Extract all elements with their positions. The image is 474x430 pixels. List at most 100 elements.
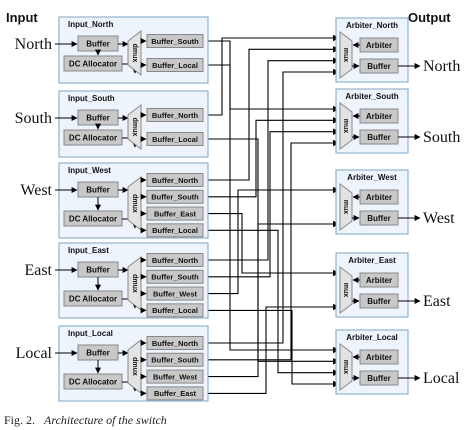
output-buffer-block: [146, 386, 204, 401]
input-buffer-label: Buffer: [86, 114, 110, 123]
output-buffer-block: [146, 189, 204, 204]
output-buffer-block: [146, 253, 204, 267]
output-buffer-label-buffer-east: Buffer_East: [154, 389, 197, 398]
output-buffer-block: [146, 206, 204, 221]
arbiter-module-title: Arbiter_East: [348, 256, 396, 265]
output-buffer-label-buffer-west: Buffer_West: [153, 289, 198, 298]
arbiter-buffer-label: Buffer: [367, 62, 391, 71]
output-buffer-label-buffer-north: Buffer_North: [152, 111, 199, 120]
wire-west-to-north: [203, 45, 340, 181]
mux-block: [339, 266, 353, 314]
output-port-label-south: South: [423, 129, 460, 146]
arbiter-label: Arbiter: [366, 41, 392, 50]
figure-caption: Fig. 2. Architecture of the switch: [4, 413, 167, 428]
dc-allocator-label: DC Allocator: [69, 60, 117, 69]
output-buffer-label-buffer-south: Buffer_South: [151, 356, 199, 365]
output-buffer-block: [146, 336, 204, 350]
output-buffer-block: [146, 369, 204, 384]
output-buffer-label-buffer-local: Buffer_Local: [152, 226, 198, 235]
arbiter-modules: Arbiter_NorthArbiterBuffermuxNorthArbite…: [335, 17, 460, 395]
dmux-label: dmux: [131, 194, 138, 213]
input-buffer-label: Buffer: [86, 266, 110, 275]
arbiter-module-title: Arbiter_Local: [346, 333, 398, 342]
wire-local-to-north: [203, 68, 340, 344]
wire-east-to-south: [203, 128, 340, 278]
wire-east-to-local: [203, 309, 340, 388]
output-buffer-label-buffer-south: Buffer_South: [151, 37, 199, 46]
input-module-title: Input_North: [68, 20, 113, 29]
input-port-label-west: West: [20, 182, 52, 199]
output-buffer-label-buffer-north: Buffer_North: [152, 256, 199, 265]
dc-allocator-label: DC Allocator: [69, 295, 117, 304]
wire-south-to-north: [203, 34, 340, 116]
input-module-title: Input_Local: [68, 329, 113, 338]
mux-block: [339, 183, 353, 231]
input-buffer-label: Buffer: [86, 186, 110, 195]
arbiter-buffer-label: Buffer: [367, 297, 391, 306]
output-buffer-block: [146, 58, 204, 72]
output-buffer-label-buffer-north: Buffer_North: [152, 339, 199, 348]
wire-east-to-north: [203, 57, 340, 261]
mux-label: mux: [342, 360, 349, 375]
input-port-label-south: South: [15, 110, 52, 127]
input-module-title: Input_South: [68, 94, 115, 103]
dc-allocator-label: DC Allocator: [69, 378, 117, 387]
wire-east-to-west: [203, 186, 340, 295]
mux-label: mux: [342, 283, 349, 298]
dmux-block: [127, 29, 142, 77]
wire-north-to-local: [203, 64, 340, 354]
output-buffer-block: [146, 223, 204, 238]
arbiter-module-title: Arbiter_North: [346, 21, 398, 30]
input-buffer-label: Buffer: [86, 40, 110, 49]
output-port-label-north: North: [423, 58, 460, 75]
mux-block: [339, 31, 353, 79]
wire-south-to-local: [203, 138, 340, 365]
caption-text: Architecture of the switch: [44, 413, 167, 427]
arbiter-module-title: Arbiter_West: [347, 173, 397, 182]
wire-west-to-local: [203, 229, 340, 377]
arbiter-label: Arbiter: [366, 353, 392, 362]
output-header: Output: [408, 10, 451, 25]
interconnect-wires: [203, 34, 340, 394]
arbiter-module-title: Arbiter_South: [345, 92, 398, 101]
wire-north-to-south: [203, 40, 340, 113]
input-buffer-label: Buffer: [86, 349, 110, 358]
output-buffer-label-buffer-local: Buffer_Local: [152, 135, 198, 144]
dmux-label: dmux: [131, 274, 138, 293]
dc-allocator-label: DC Allocator: [69, 134, 117, 143]
arbiter-buffer-label: Buffer: [367, 133, 391, 142]
mux-label: mux: [342, 119, 349, 134]
dmux-block: [127, 103, 142, 151]
output-buffer-label-buffer-east: Buffer_East: [154, 209, 197, 218]
arbiter-buffer-label: Buffer: [367, 374, 391, 383]
output-port-label-west: West: [423, 210, 455, 227]
dmux-label: dmux: [131, 44, 138, 63]
wire-west-to-east: [203, 213, 340, 277]
output-port-label-east: East: [423, 293, 451, 310]
output-port-label-local: Local: [423, 370, 460, 387]
arbiter-buffer-label: Buffer: [367, 214, 391, 223]
caption-prefix: Fig. 2.: [4, 413, 36, 427]
wire-local-to-south: [203, 139, 340, 361]
dmux-label: dmux: [131, 118, 138, 137]
output-buffer-label-buffer-local: Buffer_Local: [152, 61, 198, 70]
output-buffer-label-buffer-south: Buffer_South: [151, 193, 199, 202]
wire-local-to-west: [203, 220, 340, 378]
input-module-title: Input_West: [68, 166, 111, 175]
input-module-title: Input_East: [68, 246, 109, 255]
output-buffer-block: [146, 269, 204, 284]
output-buffer-block: [146, 286, 204, 301]
output-buffer-label-buffer-local: Buffer_Local: [152, 306, 198, 315]
arbiter-label: Arbiter: [366, 112, 392, 121]
output-buffer-block: [146, 303, 204, 318]
output-buffer-block: [146, 34, 204, 48]
